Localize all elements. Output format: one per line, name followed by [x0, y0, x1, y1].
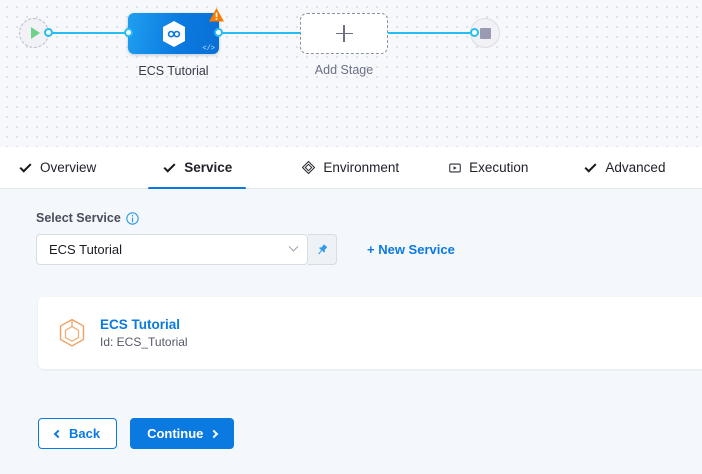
stage-node-ecs-tutorial[interactable]: </>: [128, 8, 224, 54]
edge-addstage-to-end: [386, 32, 478, 34]
play-box-icon: [447, 160, 462, 175]
pin-icon: [318, 244, 327, 254]
select-service-label: Select Service: [36, 211, 121, 225]
service-card-title[interactable]: ECS Tutorial: [100, 317, 181, 332]
start-node-port[interactable]: [44, 28, 53, 37]
service-select-row: ECS Tutorial + New Service: [36, 234, 702, 265]
stage-node-output-port[interactable]: [214, 28, 223, 37]
tab-environment-label: Environment: [323, 160, 400, 175]
edge-stage-to-addstage: [214, 32, 306, 34]
tab-execution-label: Execution: [469, 160, 529, 175]
service-cube-icon: [59, 318, 85, 347]
add-stage-node[interactable]: [300, 13, 388, 54]
back-button-label: Back: [69, 426, 101, 441]
harness-hexagon-icon: [162, 20, 185, 47]
add-stage-label: Add Stage: [314, 63, 374, 77]
tab-overview[interactable]: Overview: [18, 147, 96, 189]
stage-node-label: ECS Tutorial: [138, 64, 209, 78]
stage-tabs: Overview Service Environment Execution A…: [0, 147, 702, 190]
warning-triangle-icon[interactable]: [209, 8, 224, 22]
info-icon[interactable]: [126, 211, 139, 225]
pipeline-canvas[interactable]: </> ECS Tutorial Add Stage: [0, 0, 702, 147]
chevron-left-icon: [53, 429, 63, 438]
continue-button[interactable]: Continue: [130, 418, 235, 449]
service-card-id: Id: ECS_Tutorial: [100, 335, 188, 349]
check-icon: [18, 160, 33, 175]
back-button[interactable]: Back: [38, 418, 118, 449]
edge-start-to-stage: [44, 32, 134, 34]
service-select-value: ECS Tutorial: [49, 242, 122, 257]
new-service-button[interactable]: + New Service: [367, 242, 455, 257]
diamond-icon: [301, 160, 316, 175]
tab-environment[interactable]: Environment: [301, 147, 399, 189]
service-card-text: ECS Tutorial Id: ECS_Tutorial: [100, 317, 188, 349]
check-icon: [583, 160, 598, 175]
end-node-port[interactable]: [470, 28, 479, 37]
tab-execution[interactable]: Execution: [447, 147, 528, 189]
tab-advanced[interactable]: Advanced: [583, 147, 665, 189]
plus-icon-vertical: [343, 25, 345, 42]
selected-service-card[interactable]: ECS Tutorial Id: ECS_Tutorial: [38, 297, 702, 369]
chevron-right-icon: [210, 429, 219, 438]
service-select[interactable]: ECS Tutorial: [36, 234, 308, 265]
pin-service-button[interactable]: [308, 234, 337, 265]
chevron-down-icon: [288, 241, 299, 252]
check-icon: [162, 160, 177, 175]
play-icon: [31, 27, 40, 39]
stage-node-input-port[interactable]: [124, 28, 133, 37]
tab-overview-label: Overview: [40, 160, 97, 175]
wizard-footer: Back Continue: [38, 418, 235, 449]
tab-advanced-label: Advanced: [605, 160, 666, 175]
stop-icon: [479, 27, 491, 39]
tab-service[interactable]: Service: [148, 147, 247, 190]
continue-button-label: Continue: [147, 426, 204, 441]
tab-service-label: Service: [184, 160, 233, 175]
select-service-label-row: Select Service: [36, 211, 702, 225]
code-brackets-icon[interactable]: </>: [202, 45, 215, 53]
